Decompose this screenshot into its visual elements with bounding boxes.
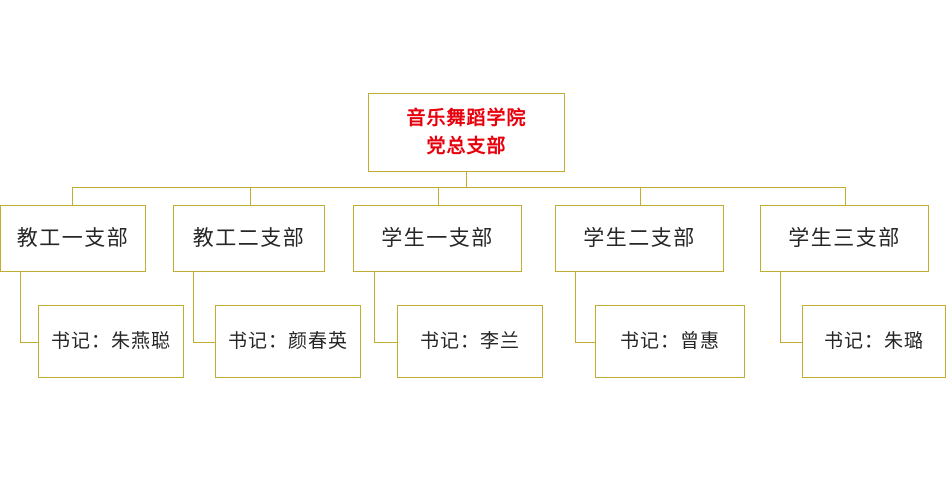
leaf-node-5: 书记：朱璐 (802, 305, 946, 378)
branch-node-1: 教工一支部 (0, 205, 146, 272)
leaf-node-3: 书记：李兰 (397, 305, 543, 378)
leaf-node-4: 书记：曾惠 (595, 305, 745, 378)
connector-drop-4 (640, 187, 641, 205)
branch-node-2-label: 教工二支部 (192, 226, 306, 251)
leaf-node-2-label: 书记：颜春英 (227, 329, 348, 352)
branch-node-3: 学生一支部 (353, 205, 522, 272)
connector-drop-3 (438, 187, 439, 205)
root-node-line2: 党总支部 (426, 134, 507, 157)
branch-node-4-label: 学生二支部 (583, 226, 696, 251)
leaf-node-5-label: 书记：朱璐 (823, 329, 924, 352)
branch-node-5: 学生三支部 (760, 205, 929, 272)
connector-leaf-1-horizontal (20, 342, 38, 343)
connector-leaf-4-horizontal (575, 342, 595, 343)
connector-root-stem (466, 172, 467, 188)
connector-drop-5 (845, 187, 846, 205)
branch-node-3-label: 学生一支部 (381, 226, 494, 251)
leaf-node-1: 书记：朱燕聪 (38, 305, 184, 378)
connector-leaf-2-vertical (193, 272, 194, 342)
connector-leaf-3-horizontal (374, 342, 397, 343)
connector-drop-2 (250, 187, 251, 205)
connector-leaf-2-horizontal (193, 342, 215, 343)
root-node: 音乐舞蹈学院 党总支部 (368, 93, 565, 172)
leaf-node-4-label: 书记：曾惠 (619, 329, 720, 352)
branch-node-1-label: 教工一支部 (16, 226, 130, 251)
leaf-node-2: 书记：颜春英 (215, 305, 361, 378)
branch-node-2: 教工二支部 (173, 205, 325, 272)
branch-node-5-label: 学生三支部 (788, 226, 901, 251)
connector-leaf-3-vertical (374, 272, 375, 342)
leaf-node-3-label: 书记：李兰 (419, 329, 520, 352)
branch-node-4: 学生二支部 (555, 205, 724, 272)
connector-leaf-5-horizontal (780, 342, 802, 343)
connector-leaf-4-vertical (575, 272, 576, 342)
connector-drop-1 (72, 187, 73, 205)
connector-bus (72, 187, 846, 188)
connector-leaf-5-vertical (780, 272, 781, 342)
leaf-node-1-label: 书记：朱燕聪 (50, 329, 171, 352)
connector-leaf-1-vertical (20, 272, 21, 342)
root-node-line1: 音乐舞蹈学院 (406, 106, 527, 129)
